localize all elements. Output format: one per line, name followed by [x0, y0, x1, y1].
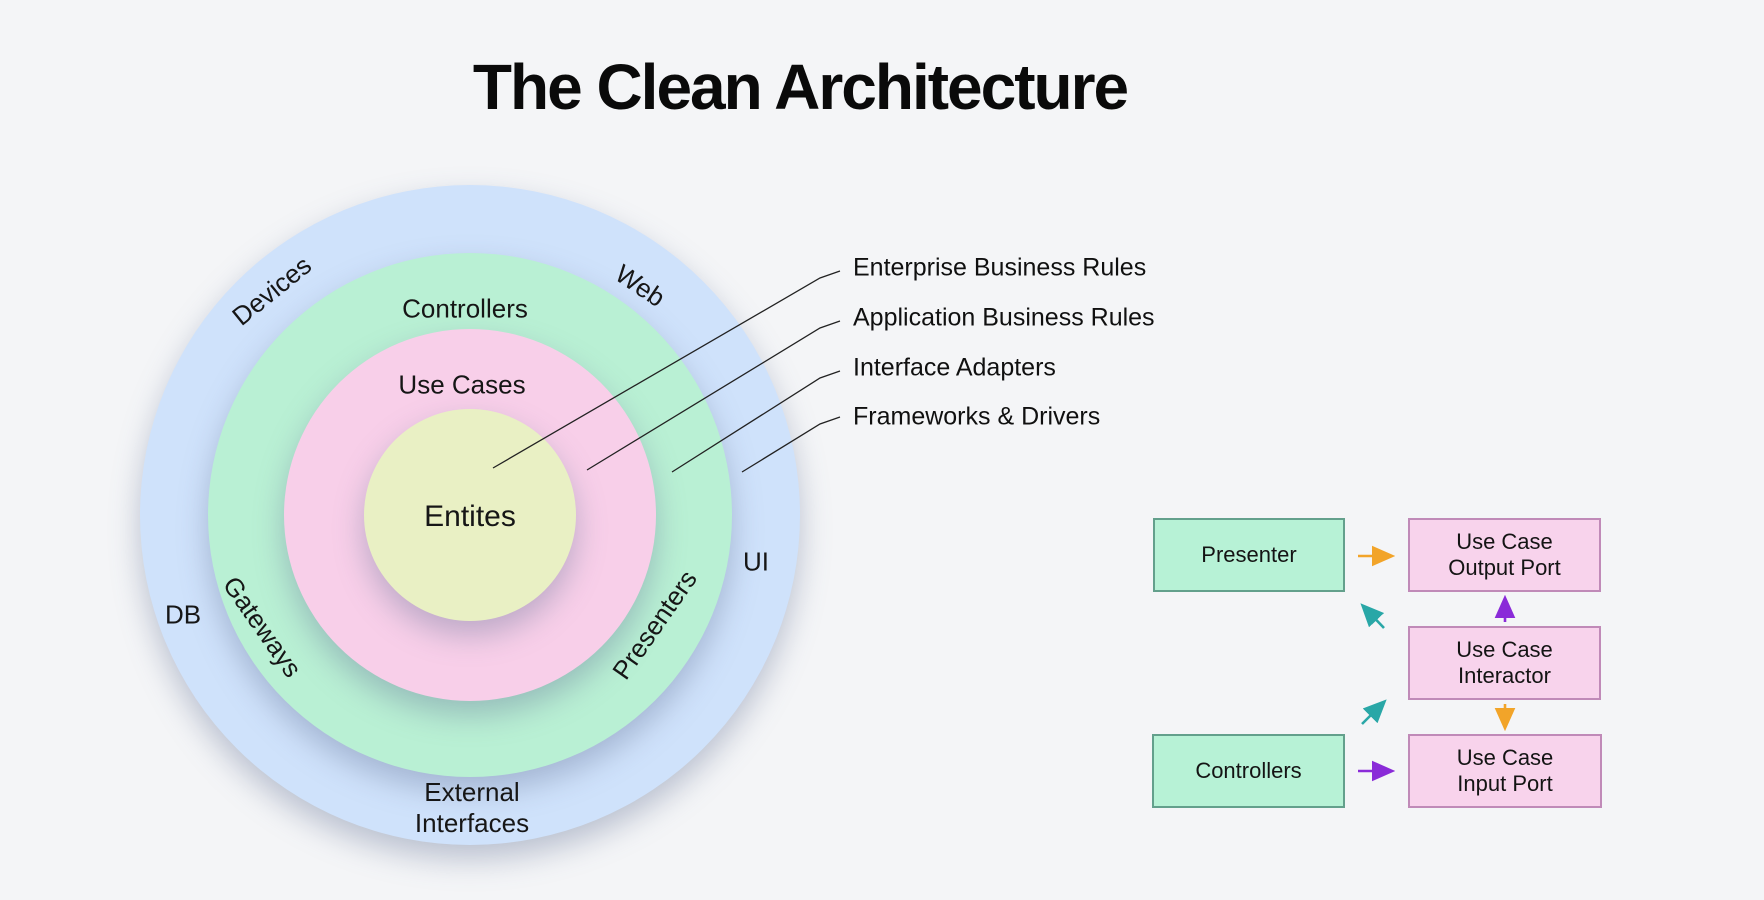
ring-label-entities: Entites	[424, 500, 516, 533]
callout-label-frameworks-drivers: Frameworks & Drivers	[853, 402, 1101, 431]
ring-label-use-cases: Use Cases	[398, 369, 526, 400]
flow-box-use-case-input-port: Use Case Input Port	[1408, 734, 1602, 808]
flow-box-controllers: Controllers	[1152, 734, 1345, 808]
ring-label-db: DB	[164, 599, 202, 630]
flow-box-use-case-output-port: Use Case Output Port	[1408, 518, 1601, 592]
arrow-interactor-to-presenter	[1360, 603, 1385, 629]
arrow-controllers-to-interactor	[1361, 699, 1387, 725]
flow-box-presenter: Presenter	[1153, 518, 1345, 592]
callout-label-enterprise-business-rules: Enterprise Business Rules	[853, 253, 1147, 282]
flow-box-use-case-interactor: Use Case Interactor	[1408, 626, 1601, 700]
callout-label-interface-adapters: Interface Adapters	[853, 353, 1056, 382]
page-title: The Clean Architecture	[472, 51, 1129, 123]
ring-label-controllers: Controllers	[402, 293, 528, 324]
callout-label-application-business-rules: Application Business Rules	[853, 303, 1155, 332]
ring-label-external-interfaces: External Interfaces	[414, 777, 530, 838]
ring-label-ui: UI	[743, 546, 769, 577]
